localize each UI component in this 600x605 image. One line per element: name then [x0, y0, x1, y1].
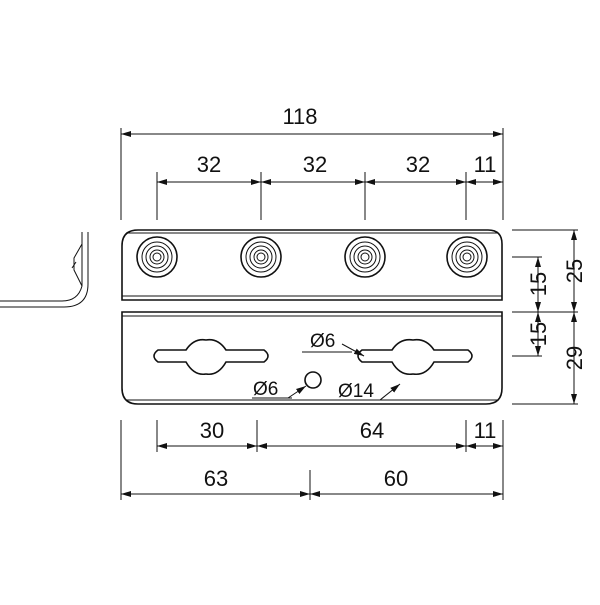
dim-height-15-bottom: 15	[526, 322, 551, 346]
dim-bottom-30: 30	[200, 418, 224, 443]
bottom-plate	[121, 311, 503, 405]
keyhole-slot-right	[357, 338, 473, 376]
rivet	[446, 236, 488, 278]
dimension-lines	[121, 131, 577, 497]
side-profile	[0, 232, 89, 308]
rivet	[240, 236, 282, 278]
callout-diameter-6-upper: Ø6	[310, 331, 335, 352]
keyhole-slot-left	[153, 338, 269, 376]
dim-bottom-63: 63	[204, 466, 228, 491]
dim-bottom-64: 64	[360, 418, 384, 443]
rivet	[344, 236, 386, 278]
dim-overall-width: 118	[282, 104, 317, 129]
dim-spacing-2: 32	[303, 152, 327, 177]
dim-spacing-3: 32	[406, 152, 430, 177]
dim-edge-top: 11	[474, 152, 497, 177]
mounting-hole	[304, 371, 322, 389]
dim-height-25: 25	[562, 259, 587, 283]
dim-height-29: 29	[562, 346, 587, 370]
dim-bottom-60: 60	[384, 466, 408, 491]
rivet-row	[136, 236, 488, 278]
dim-height-15-top: 15	[526, 272, 551, 296]
callout-diameter-14: Ø14	[338, 381, 374, 402]
callout-diameter-6-lower: Ø6	[253, 379, 278, 400]
rivet	[136, 236, 178, 278]
dim-spacing-1: 32	[197, 152, 221, 177]
dimension-labels: 118 32 32 32 11 30 64 11 63 60 25 15 15 …	[197, 104, 587, 491]
dim-edge-bottom: 11	[474, 418, 497, 443]
top-plate	[121, 229, 503, 301]
